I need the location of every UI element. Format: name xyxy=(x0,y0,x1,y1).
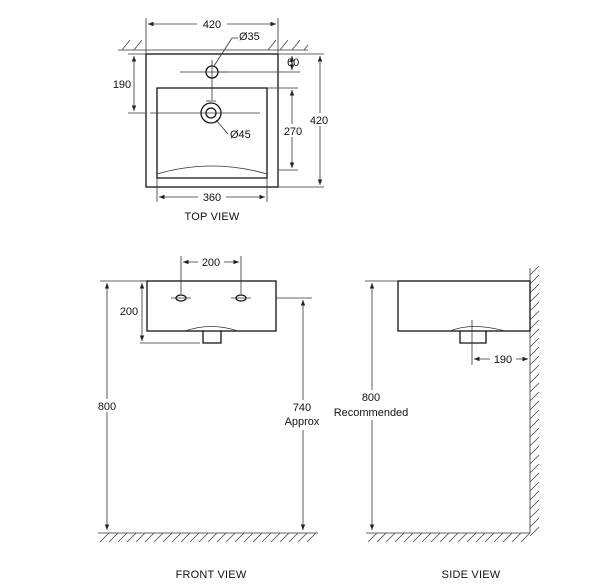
dim-basin-depth: 270 xyxy=(284,126,302,138)
dim-fixing-spacing: 200 xyxy=(202,257,220,269)
side-view-floor-hatch xyxy=(366,532,531,543)
side-view-basin-outline xyxy=(397,280,531,332)
dim-waste-diameter: Ø45 xyxy=(230,129,251,141)
dim-basin-width: 360 xyxy=(203,192,221,204)
front-view-basin-outline xyxy=(146,280,277,332)
top-view-wall-hatch xyxy=(118,39,309,51)
front-view-caption: FRONT VIEW xyxy=(176,569,247,581)
top-view-caption: TOP VIEW xyxy=(185,211,240,223)
dim-fixing-height: 200 xyxy=(120,306,138,318)
top-view: 420 Ø35 60 190 270 420 Ø45 xyxy=(111,17,330,223)
side-view-bowl-curve xyxy=(449,326,506,332)
dim-floor-height: 800 xyxy=(98,401,116,413)
fixing-hole-right xyxy=(231,294,251,302)
dim-rim-height-note: Approx xyxy=(285,416,320,428)
fixing-hole-left xyxy=(171,294,191,302)
dim-top-width: 420 xyxy=(203,19,221,31)
dim-tap-hole-offset: 60 xyxy=(287,57,299,69)
dim-left-height: 190 xyxy=(113,79,131,91)
side-view: 190 800 Recommended SIDE VIEW xyxy=(332,265,540,581)
side-view-caption: SIDE VIEW xyxy=(442,569,501,581)
dim-overall-depth: 420 xyxy=(310,115,328,127)
dim-side-height-note: Recommended xyxy=(334,407,409,419)
front-view-bowl-curve xyxy=(184,326,239,332)
top-view-basin-outline xyxy=(145,53,279,188)
dim-waste-offset: 190 xyxy=(494,354,512,366)
front-view-waste xyxy=(202,331,222,344)
dim-tap-hole-diameter: Ø35 xyxy=(239,31,260,43)
dim-rim-height-value: 740 xyxy=(293,402,311,414)
front-view-floor-hatch xyxy=(98,532,318,543)
side-view-wall-hatch xyxy=(529,265,540,537)
top-view-bowl-lip xyxy=(156,165,268,175)
dim-side-height-value: 800 xyxy=(362,392,380,404)
side-view-waste xyxy=(459,331,487,344)
front-view: 200 200 800 740 Approx FRONT VIEW xyxy=(94,255,323,581)
